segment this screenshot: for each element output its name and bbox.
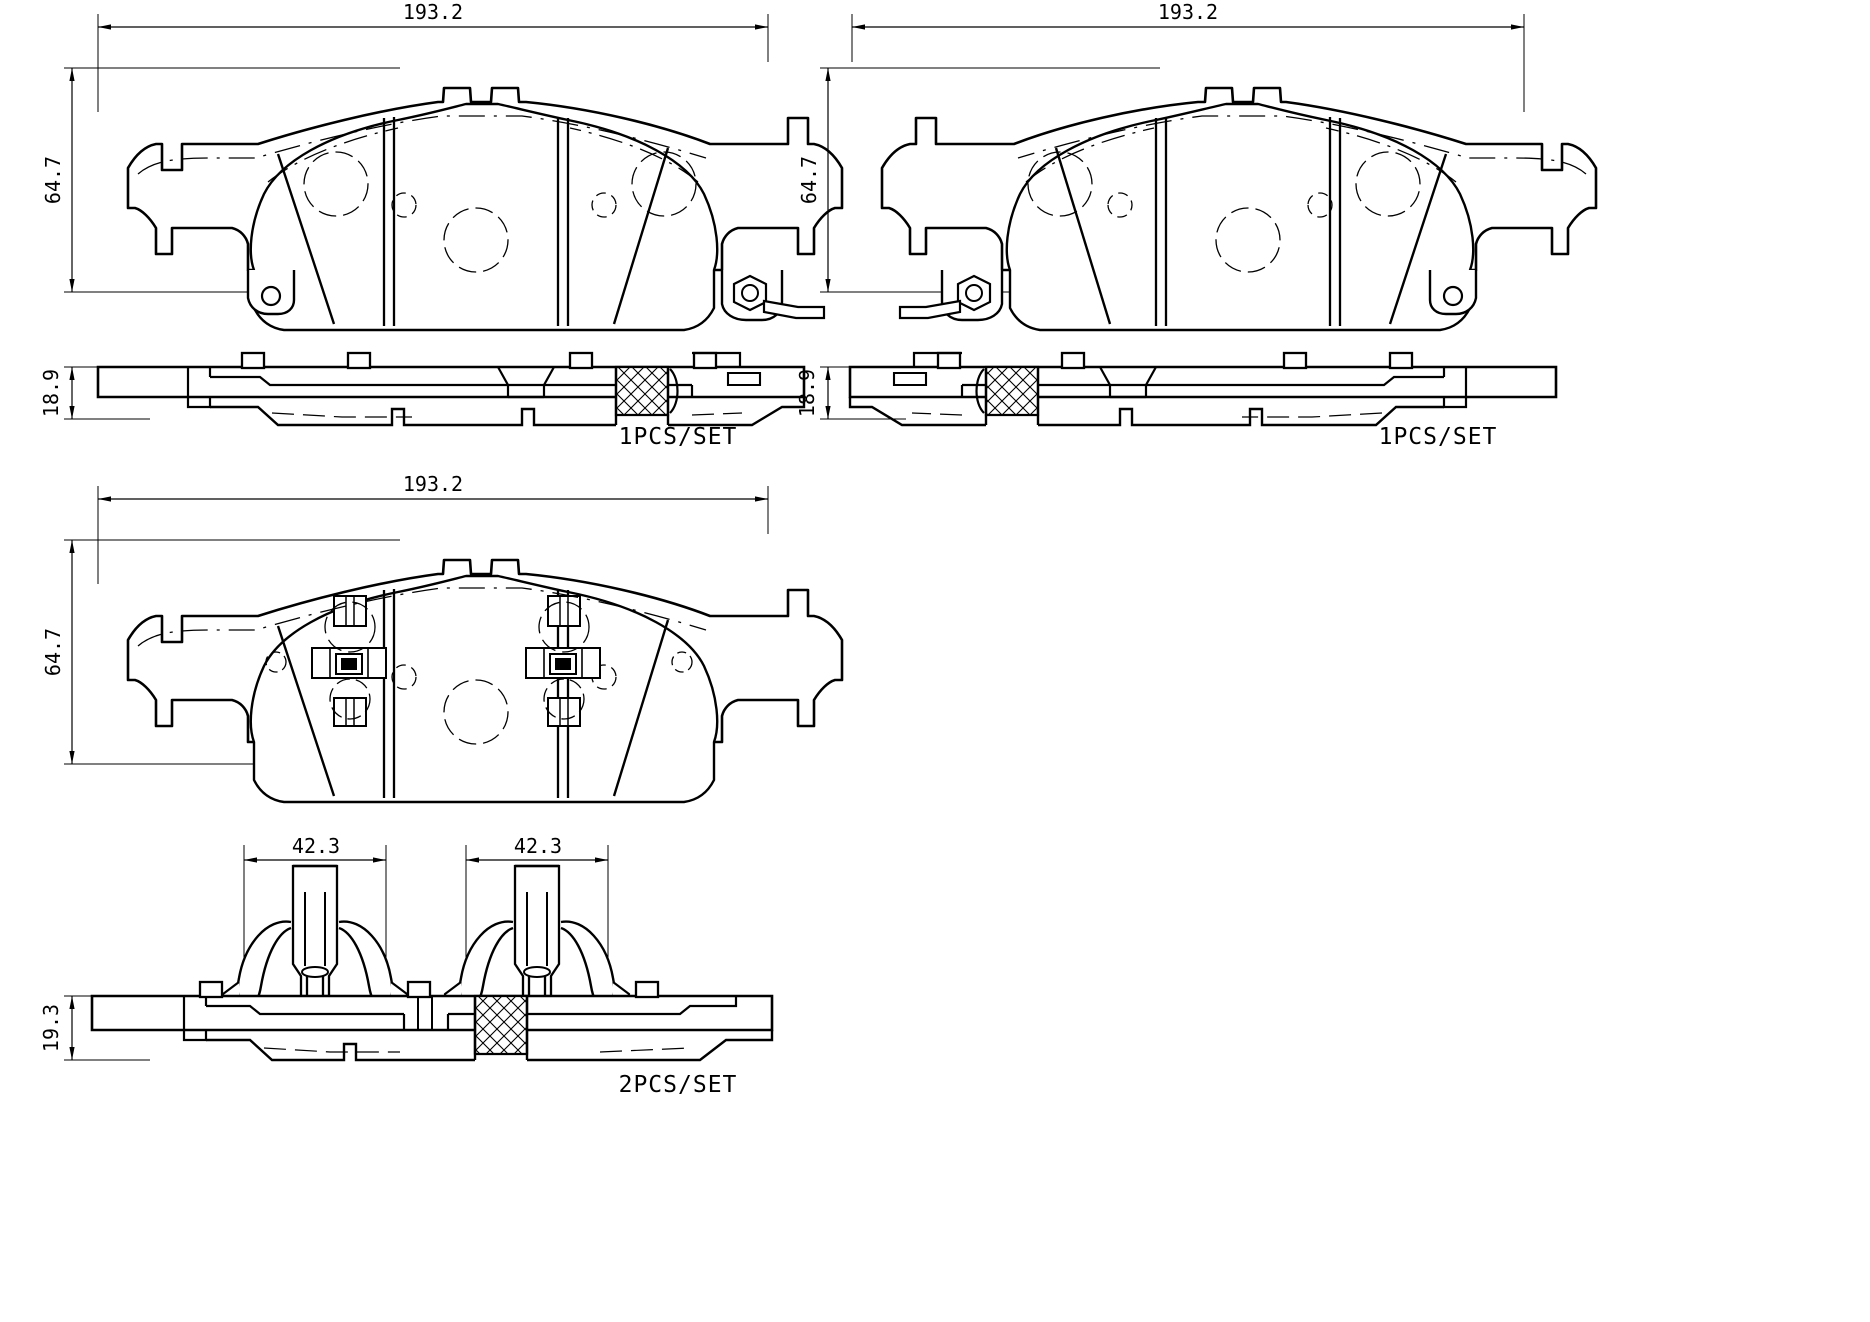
- dimension-label-height: 64.7: [797, 156, 821, 204]
- view-pad-outer-left: 193.2 64.7: [41, 0, 844, 332]
- pad-outline-outer-right: [882, 88, 1596, 330]
- quantity-label-left: 1PCS/SET: [619, 424, 738, 450]
- dimension-height-top-left: 64.7: [41, 68, 75, 292]
- dimension-thickness-bottom: 19.3: [39, 996, 75, 1060]
- dimension-thickness-right: 18.9: [795, 367, 831, 419]
- view-pad-outer-right: 193.2 64.7: [797, 0, 1596, 330]
- view-pad-inner-plan: 193.2 64.7: [41, 472, 844, 804]
- dimension-height-mid: 64.7: [41, 540, 75, 764]
- dimension-thickness-left: 18.9: [39, 367, 75, 419]
- pad-outline-outer-left: [126, 86, 844, 332]
- spring-clip-left: [221, 864, 409, 1008]
- backing-plate-section: [90, 980, 774, 1062]
- dimension-label-height: 64.7: [41, 156, 65, 204]
- quantity-label-right: 1PCS/SET: [1379, 424, 1498, 450]
- dimension-label-width: 193.2: [403, 0, 463, 24]
- dimension-width-top-right: 193.2: [852, 0, 1524, 30]
- spring-clip-right: [443, 864, 631, 1008]
- dimension-label-clip-left: 42.3: [292, 834, 340, 858]
- view-pad-side-right: 18.9 1PCS/SET: [795, 351, 1558, 450]
- dimension-label-height: 64.7: [41, 628, 65, 676]
- dimension-clip-span-left: 42.3: [244, 834, 386, 863]
- dimension-height-top-right: 64.7: [797, 68, 831, 292]
- dimension-label-clip-right: 42.3: [514, 834, 562, 858]
- dimension-width-top-left: 193.2: [98, 0, 768, 30]
- dimension-label-thickness: 18.9: [39, 369, 63, 417]
- dimension-label-thickness: 18.9: [795, 369, 819, 417]
- dimension-label-width: 193.2: [403, 472, 463, 496]
- pad-outline-inner: [126, 558, 844, 804]
- pad-section-right: [848, 351, 1558, 427]
- dimension-width-mid: 193.2: [98, 472, 768, 502]
- dimension-label-thickness: 19.3: [39, 1004, 63, 1052]
- dimension-label-width: 193.2: [1158, 0, 1218, 24]
- view-pad-side-left: 18.9 1PCS/SET: [39, 351, 806, 450]
- view-pad-inner-side: 42.3 42.3: [39, 834, 774, 1098]
- quantity-label-bottom: 2PCS/SET: [619, 1072, 738, 1098]
- pad-section-left: [96, 351, 806, 427]
- dimension-clip-span-right: 42.3: [466, 834, 608, 863]
